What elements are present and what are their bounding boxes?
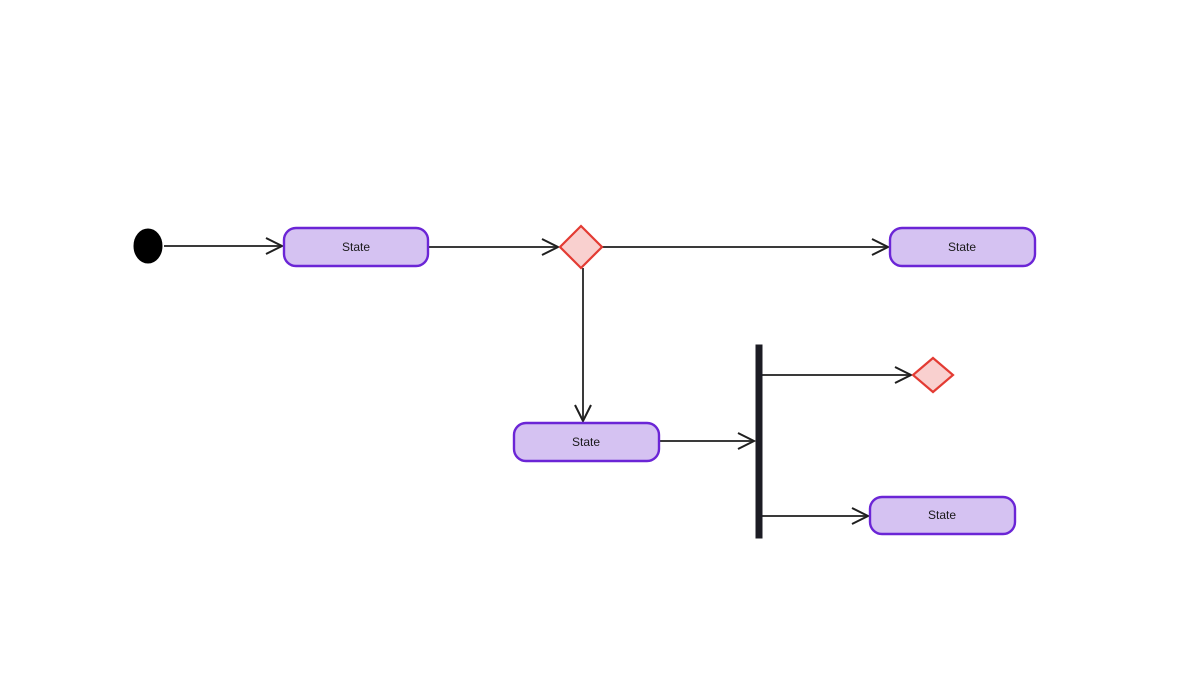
arrowhead-open (894, 366, 914, 384)
state-box-shape (512, 421, 661, 463)
transition-state-3-to-fork[interactable] (659, 432, 757, 450)
fork-join-bar[interactable] (755, 344, 763, 539)
arrowhead-open (851, 507, 871, 525)
state-node-3[interactable]: State (512, 421, 661, 463)
transition-decision-1-to-state-2[interactable] (602, 238, 891, 256)
state-node-2[interactable]: State (888, 226, 1037, 268)
state-node-1[interactable]: State (282, 226, 430, 268)
transition-decision-1-to-state-3[interactable] (574, 268, 592, 424)
state-node-4[interactable]: State (868, 495, 1017, 536)
state-box-shape (282, 226, 430, 268)
state-box-shape (888, 226, 1037, 268)
decision-diamond-shape (558, 224, 604, 270)
arrowhead-open (574, 404, 592, 424)
decision-diamond-shape (911, 356, 955, 394)
arrowhead-open (541, 238, 561, 256)
initial-state-node[interactable] (133, 228, 163, 264)
edges-layer (164, 237, 914, 525)
decision-node-1[interactable] (558, 224, 604, 270)
state-box-shape (868, 495, 1017, 536)
nodes-layer: State State State (133, 224, 1037, 539)
transition-state-1-to-decision-1[interactable] (428, 238, 561, 256)
transition-fork-to-state-4[interactable] (762, 507, 871, 525)
arrowhead-open (737, 432, 757, 450)
arrowhead-open (265, 237, 285, 255)
transition-fork-to-decision-2[interactable] (762, 366, 914, 384)
fork-join-bar-shape (755, 344, 763, 539)
initial-state-ellipse (133, 228, 163, 264)
arrowhead-open (871, 238, 891, 256)
decision-node-2[interactable] (911, 356, 955, 394)
transition-initial-to-state-1[interactable] (164, 237, 285, 255)
